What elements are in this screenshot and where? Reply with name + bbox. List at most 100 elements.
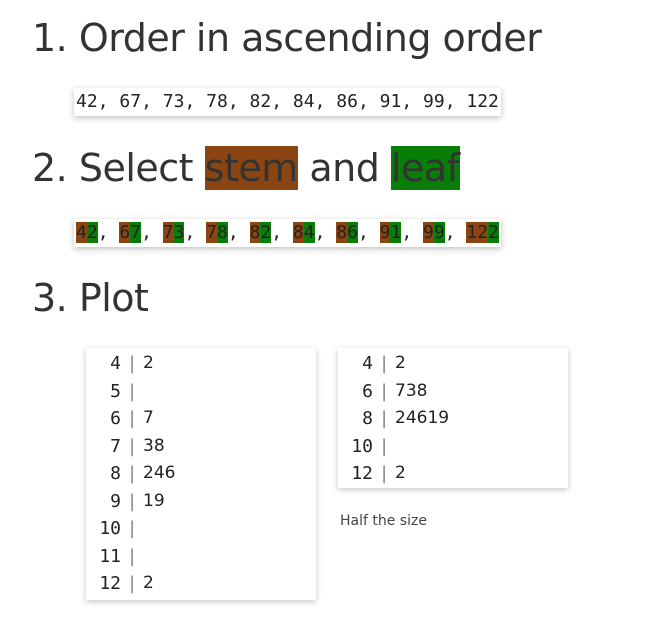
half-size-caption: Half the size — [340, 513, 427, 529]
plot-stem: 10 — [351, 435, 373, 457]
value-leaf: 6 — [347, 222, 358, 243]
plot-stem: 4 — [110, 353, 121, 374]
value-stem: 7 — [206, 222, 217, 243]
value-stem: 12 — [466, 222, 489, 243]
step3-heading: 3. Plot — [32, 276, 149, 320]
plot-stem: 10 — [99, 518, 121, 539]
value-stem: 9 — [423, 222, 434, 243]
ascending-value: 86 — [336, 91, 358, 112]
list-separator: , — [314, 222, 337, 243]
value-leaf: 2 — [86, 222, 98, 243]
value-leaf: 2 — [260, 222, 272, 243]
plot-divider: | — [380, 408, 388, 429]
value-stem: 8 — [249, 222, 261, 243]
plot-leaves: 2 — [395, 353, 406, 373]
plot-divider: | — [128, 435, 136, 457]
value-leaf: 8 — [216, 222, 228, 243]
value-stem: 4 — [76, 222, 87, 243]
value-stem: 9 — [379, 222, 391, 243]
list-separator: , — [357, 222, 380, 243]
ascending-value: 73 — [162, 91, 185, 112]
value-leaf: 7 — [130, 222, 142, 243]
value-leaf: 3 — [173, 222, 185, 243]
value-leaf: 9 — [433, 222, 445, 243]
plot-divider: | — [128, 408, 136, 429]
ascending-list: 42, 67, 73, 78, 82, 84, 86, 91, 99, 122 — [74, 88, 501, 116]
list-separator: , — [184, 222, 207, 243]
plot-divider: | — [128, 573, 136, 594]
plot-stem: 8 — [110, 463, 121, 484]
list-separator: , — [141, 91, 163, 112]
value-leaf: 2 — [488, 222, 499, 243]
plot-leaves: 19 — [143, 490, 165, 511]
list-separator: , — [97, 91, 120, 112]
list-separator: , — [314, 91, 337, 112]
list-separator: , — [357, 91, 380, 112]
plot-stem: 6 — [110, 408, 121, 429]
plot-stem: 11 — [99, 545, 121, 567]
plot-divider: | — [380, 380, 388, 402]
plot-stem: 12 — [99, 573, 121, 594]
plot-row: 10 | — [88, 515, 316, 543]
list-separator: , — [227, 91, 250, 112]
ascending-value: 99 — [423, 91, 445, 112]
stem-highlight: stem — [204, 146, 298, 190]
list-separator: , — [401, 222, 423, 243]
plot-row: 8|24619 — [340, 405, 568, 433]
plot-row: 10 | — [340, 433, 568, 461]
plot-row: 11 | — [88, 543, 316, 571]
plot-divider: | — [128, 463, 136, 484]
plot-divider: | — [128, 518, 136, 539]
list-separator: , — [141, 222, 163, 243]
plot-row: 12|2 — [340, 460, 568, 488]
plot-divider: | — [128, 353, 136, 374]
ascending-value: 84 — [292, 91, 315, 112]
list-separator: , — [444, 222, 467, 243]
plot-stem: 5 — [110, 380, 121, 402]
plot-leaves: 2 — [143, 573, 154, 593]
plot-row: 6 | 7 — [88, 405, 316, 433]
plot-divider: | — [380, 435, 388, 457]
ascending-value: 82 — [249, 91, 272, 112]
step2-heading: 2. Select stem and leaf — [32, 146, 460, 190]
plot-stem: 12 — [351, 463, 373, 484]
plot-divider: | — [128, 545, 136, 567]
list-separator: , — [271, 91, 293, 112]
plot-leaves: 2 — [143, 353, 154, 373]
plot-row: 8 | 246 — [88, 460, 316, 488]
value-stem: 8 — [292, 222, 304, 243]
plot-divider: | — [380, 463, 388, 484]
step2-and: and — [297, 146, 391, 190]
plot-divider: | — [128, 380, 136, 402]
step1-heading: 1. Order in ascending order — [32, 16, 542, 60]
list-separator: , — [227, 222, 250, 243]
value-leaf: 1 — [390, 222, 402, 243]
ascending-value: 42 — [76, 91, 98, 112]
plot-row: 12 | 2 — [88, 570, 316, 598]
plot-leaves: 38 — [143, 435, 165, 456]
list-separator: , — [184, 91, 207, 112]
plot-stem: 9 — [110, 490, 121, 512]
list-separator: , — [401, 91, 423, 112]
plot-row: 6|738 — [340, 378, 568, 406]
value-stem: 7 — [162, 222, 174, 243]
list-separator: , — [444, 91, 467, 112]
plot-stem: 4 — [362, 353, 373, 374]
plot-stem: 8 — [362, 408, 373, 429]
plot-stem: 6 — [362, 380, 373, 402]
ascending-value: 91 — [379, 91, 402, 112]
plot-leaves: 7 — [143, 408, 154, 428]
plot-row: 5| — [88, 378, 316, 406]
ascending-value: 122 — [466, 91, 499, 112]
list-separator: , — [97, 222, 120, 243]
plot-row: 4 | 2 — [340, 350, 568, 378]
value-leaf: 4 — [303, 222, 315, 243]
plot-divider: | — [380, 353, 388, 374]
plot-leaves: 246 — [143, 463, 176, 483]
ascending-value: 78 — [206, 91, 228, 112]
plot-row: 4 | 2 — [88, 350, 316, 378]
ascending-value: 67 — [119, 91, 142, 112]
value-stem: 6 — [119, 222, 131, 243]
